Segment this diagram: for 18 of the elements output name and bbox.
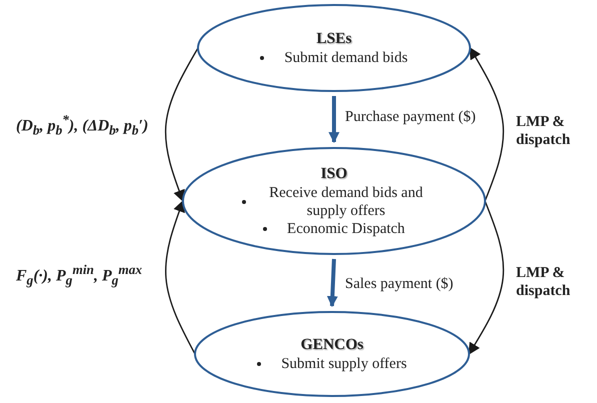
- node-title: GENCOs: [300, 335, 364, 355]
- bullet-text: Receive demand bids and supply offers: [268, 184, 424, 220]
- arrow: [328, 96, 340, 144]
- ellipse-node: [182, 147, 486, 255]
- ellipse-node: [197, 4, 471, 92]
- edge-label: Sales payment ($): [345, 275, 454, 293]
- bullet-text: Submit demand bids: [284, 48, 408, 67]
- arrow: [165, 200, 196, 354]
- bullet-text: Economic Dispatch: [287, 220, 405, 238]
- node-title: LSEs: [316, 29, 352, 49]
- arrow: [326, 258, 338, 308]
- ellipse-node: [194, 311, 470, 397]
- arrow: [469, 46, 504, 202]
- node-title: ISO: [320, 164, 348, 184]
- edge-label: Purchase payment ($): [345, 108, 476, 126]
- bullet-text: Submit supply offers: [281, 354, 407, 373]
- arrow: [164, 48, 199, 202]
- arrow: [468, 200, 504, 356]
